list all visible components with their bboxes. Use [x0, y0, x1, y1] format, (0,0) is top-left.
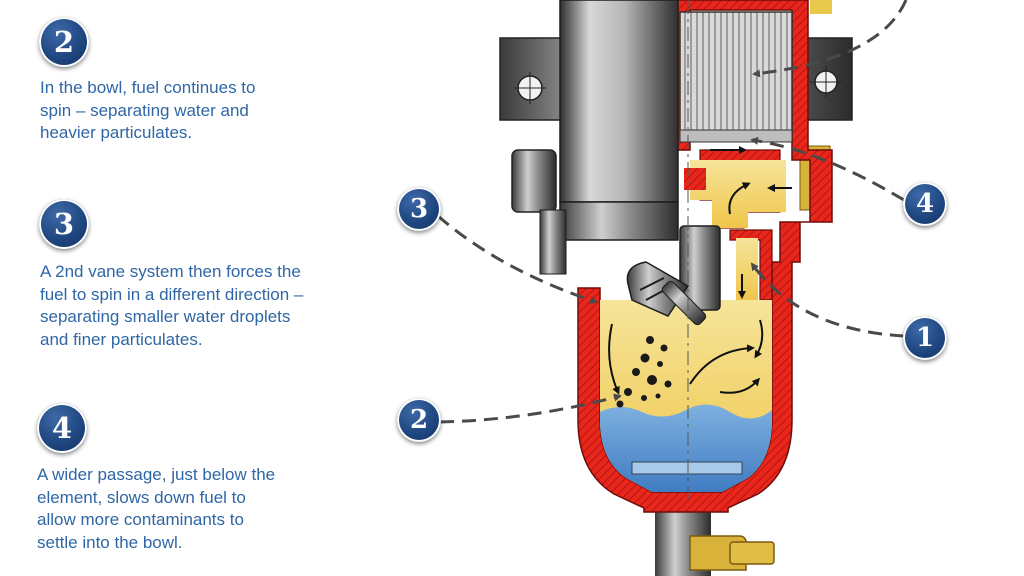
step-2-badge: 2 — [39, 17, 89, 67]
callout-1-badge: 1 — [903, 316, 947, 360]
callout-3-badge: 3 — [397, 187, 441, 231]
callout-leaders — [437, 0, 908, 424]
flow-arrows — [608, 146, 792, 395]
callout-4-badge: 4 — [903, 182, 947, 226]
filter-element — [679, 11, 793, 143]
contaminant-particles — [616, 336, 672, 408]
step-3-number: 3 — [53, 206, 75, 241]
callout-2-badge: 2 — [397, 398, 441, 442]
callout-3-number: 3 — [409, 194, 429, 224]
step-3-badge: 3 — [39, 199, 89, 249]
step-3-description: A 2nd vane system then forces the fuel t… — [40, 262, 304, 349]
step-4-description: A wider passage, just below the element,… — [37, 465, 276, 552]
step-2-description: In the bowl, fuel continues to spin – se… — [40, 78, 256, 142]
step-4-badge: 4 — [37, 403, 87, 453]
bowl-contents — [600, 160, 786, 492]
drain-fitting — [655, 502, 775, 576]
callout-2-number: 2 — [409, 405, 429, 435]
callout-1-number: 1 — [915, 323, 935, 353]
central-body — [539, 0, 721, 500]
step-4-number: 4 — [51, 410, 73, 445]
callout-4-number: 4 — [915, 189, 935, 219]
step-2-number: 2 — [53, 24, 75, 59]
